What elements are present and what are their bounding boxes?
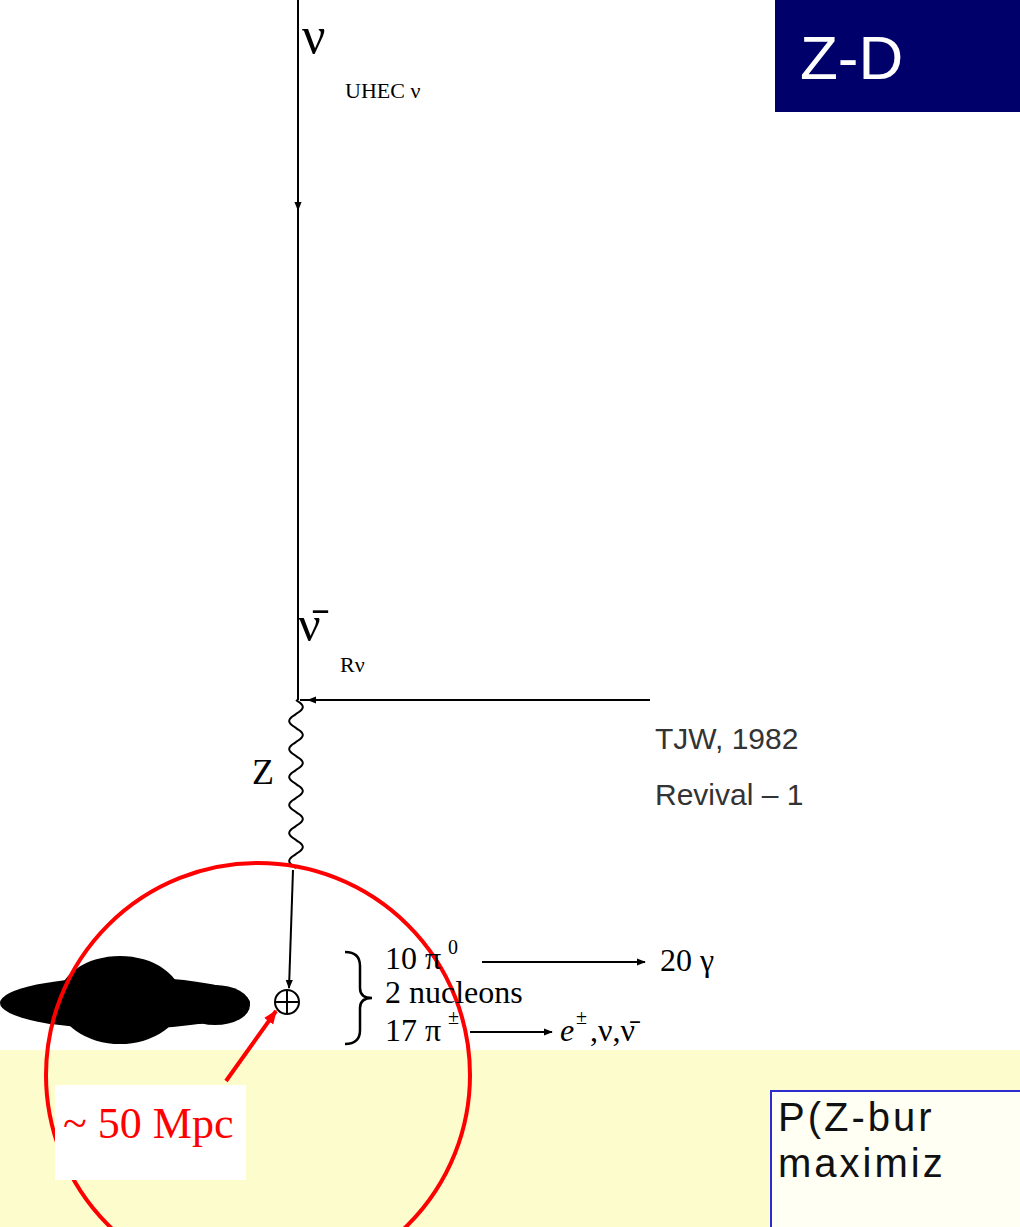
title-bar: Z-D — [775, 0, 1020, 112]
label-holder: TJW, 1982 — [655, 722, 798, 757]
interaction-point-cross — [286, 990, 288, 1014]
galaxy-arm — [180, 985, 250, 1025]
label-holder: UHEC ν — [345, 78, 420, 103]
z-boson-line — [289, 870, 293, 988]
diagram-label: Rν — [340, 652, 365, 677]
label-holder: ,ν,ν̄ — [590, 1012, 635, 1049]
diagram-label: ± — [448, 1006, 459, 1029]
diagram-label: ν̄ — [298, 596, 321, 654]
label-holder: Revival – 1 — [655, 778, 803, 813]
interaction-point — [275, 990, 299, 1014]
gzk-sphere — [46, 863, 470, 1227]
note-box: P(Z-bur maximiz — [770, 1090, 1020, 1227]
arrowhead — [308, 699, 330, 701]
diagram-label: 20 γ — [660, 942, 714, 979]
label-holder: 20 γ — [660, 942, 714, 979]
label-holder: ± — [576, 1006, 587, 1029]
diagram-label: e — [560, 1012, 574, 1049]
decay-arrow — [482, 961, 645, 963]
diagram-label: Z — [252, 752, 274, 793]
arrowhead — [297, 180, 299, 210]
label-holder: 17 π — [385, 1012, 441, 1049]
diagram-label: 0 — [448, 936, 458, 959]
label-holder: e — [560, 1012, 574, 1049]
relic-neutrino-track — [300, 699, 650, 701]
label-holder: ν — [302, 6, 326, 66]
label-holder: 2 nucleons — [385, 974, 523, 1011]
galaxy-bulge — [58, 956, 182, 1044]
diagram-label: ν — [302, 6, 326, 66]
pointer-arrow — [226, 1011, 276, 1081]
label-holder: Rν — [340, 652, 365, 677]
node-text: ~ 50 Mpc — [63, 1099, 238, 1150]
diagram-label: Revival – 1 — [655, 778, 803, 813]
diagram-label: ± — [576, 1006, 587, 1029]
diagram-label: ,ν,ν̄ — [590, 1012, 635, 1049]
diagram-label: UHEC ν — [345, 78, 420, 103]
slide-title: Z-D — [775, 0, 903, 93]
label-holder: 0 — [448, 936, 458, 959]
distance-label: ~ 50 Mpc — [55, 1085, 246, 1180]
label-holder: ν̄ — [298, 596, 321, 654]
pointer — [226, 1011, 276, 1081]
diagram-label: TJW, 1982 — [655, 722, 798, 757]
label-holder: 10 π — [385, 940, 441, 977]
z-boson-propagator — [289, 700, 303, 868]
label-holder: Z — [252, 752, 274, 793]
diagram-label: 17 π — [385, 1012, 441, 1049]
diagram-label: 10 π — [385, 940, 441, 977]
neutrino-track — [297, 0, 299, 700]
brace — [345, 952, 372, 1044]
wavy-line — [289, 700, 303, 868]
label-holder: ± — [448, 1006, 459, 1029]
node-text: P(Z-bur maximiz — [778, 1094, 1020, 1186]
decay-arrow — [470, 1031, 552, 1033]
diagram-label: 2 nucleons — [385, 974, 523, 1011]
